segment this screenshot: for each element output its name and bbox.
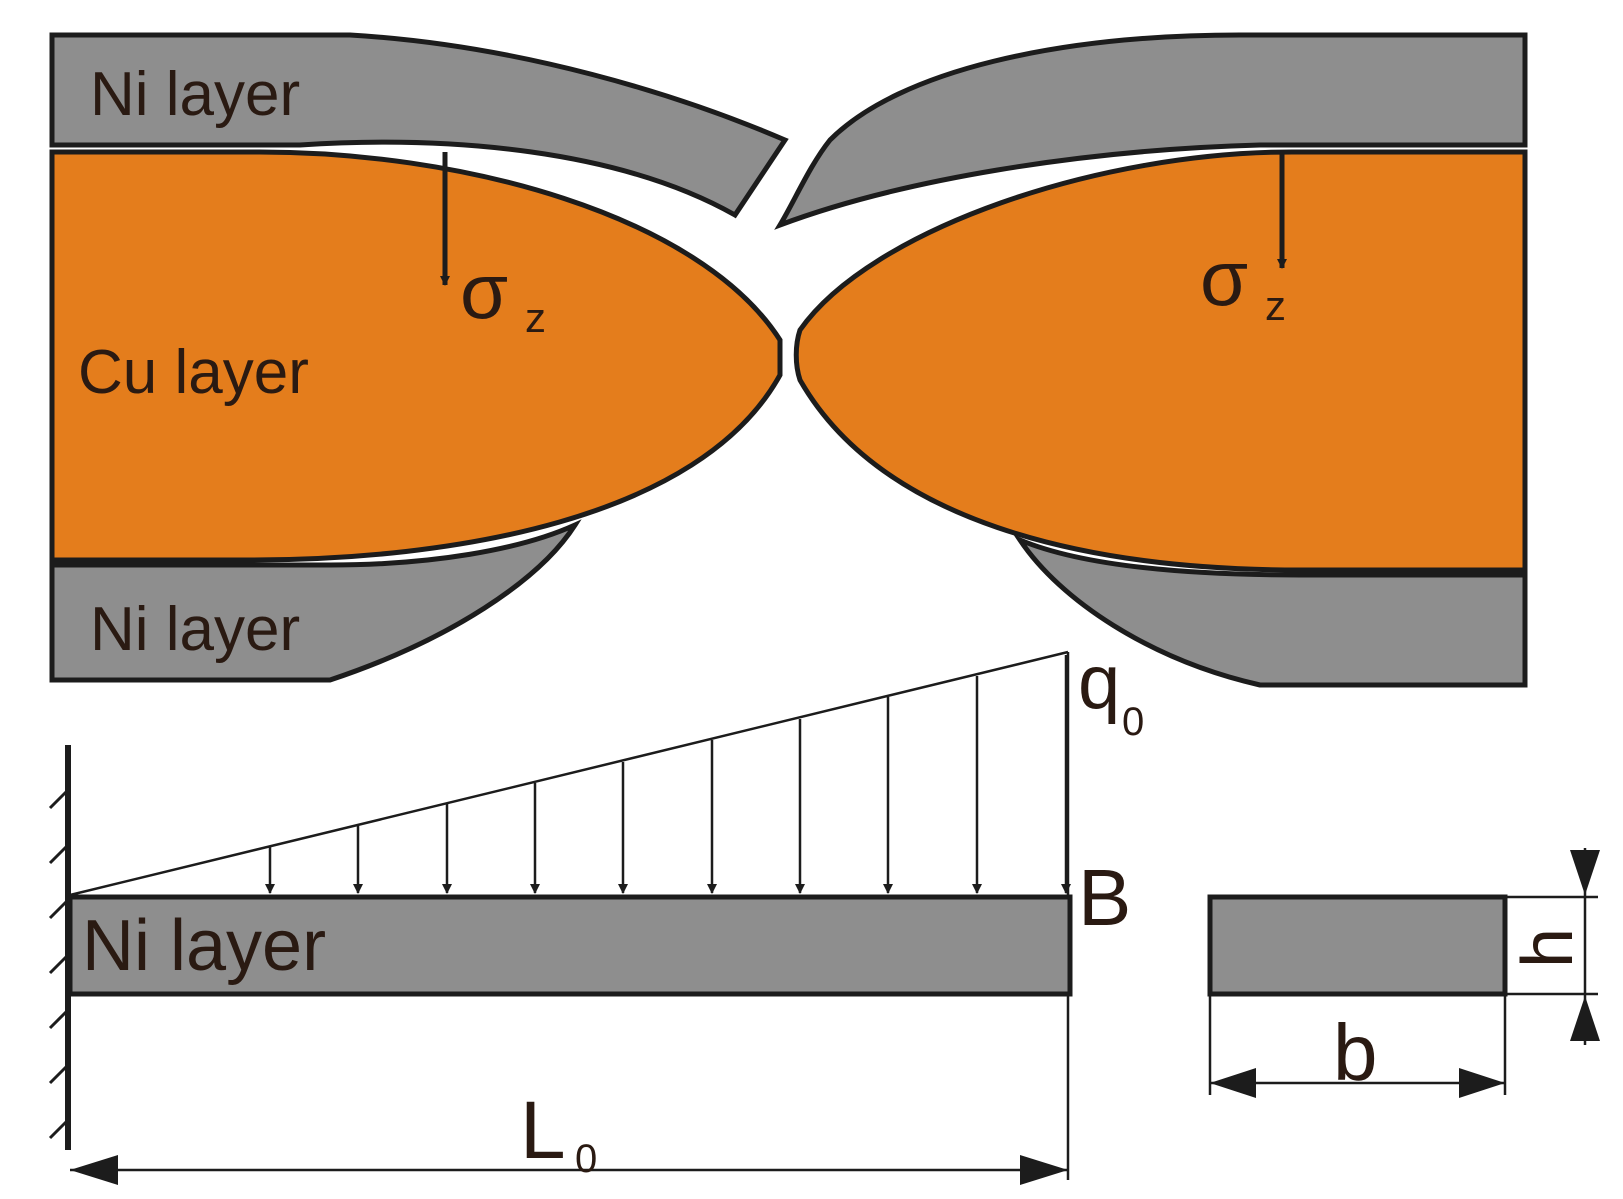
beam-ni-layer [67,894,1073,997]
height-arrow-top [1570,850,1600,895]
label-beam-end: B [1078,853,1131,942]
length-arrow-right [1020,1155,1068,1185]
cu-right [793,149,1528,573]
cross-section [1207,848,1600,1098]
label-ni-top: Ni layer [90,60,300,129]
height-arrow-bottom [1570,996,1600,1041]
label-beam-layer: Ni layer [82,906,326,986]
wall-hatching [48,788,70,1140]
ni-bottom-right [1013,534,1528,688]
cantilever-beam [48,650,1073,1185]
ni-top-left [49,32,789,219]
label-sigma-left: σ [460,247,508,335]
label-cu: Cu layer [78,338,309,407]
label-ni-bottom: Ni layer [90,595,300,664]
width-arrow-right [1459,1068,1505,1098]
specimen-left-half [49,32,789,683]
label-load: q [1078,640,1120,725]
label-height: h [1508,928,1588,968]
load-arrows [265,655,1071,894]
label-sigma-left-sub: z [525,294,546,341]
ni-top-right [774,32,1528,230]
label-load-sub: 0 [1122,700,1144,744]
length-arrow-left [70,1155,118,1185]
label-length: L [520,1085,566,1176]
specimen-right-half [774,32,1528,688]
ni-bottom-left [49,519,582,683]
load-envelope [69,650,1069,897]
label-sigma-right: σ [1200,234,1248,322]
label-length-sub: 0 [575,1137,597,1181]
cross-section-rect [1207,894,1508,997]
label-width: b [1333,1008,1378,1097]
width-arrow-left [1210,1068,1256,1098]
cu-left [49,149,783,563]
label-sigma-right-sub: z [1265,282,1286,329]
